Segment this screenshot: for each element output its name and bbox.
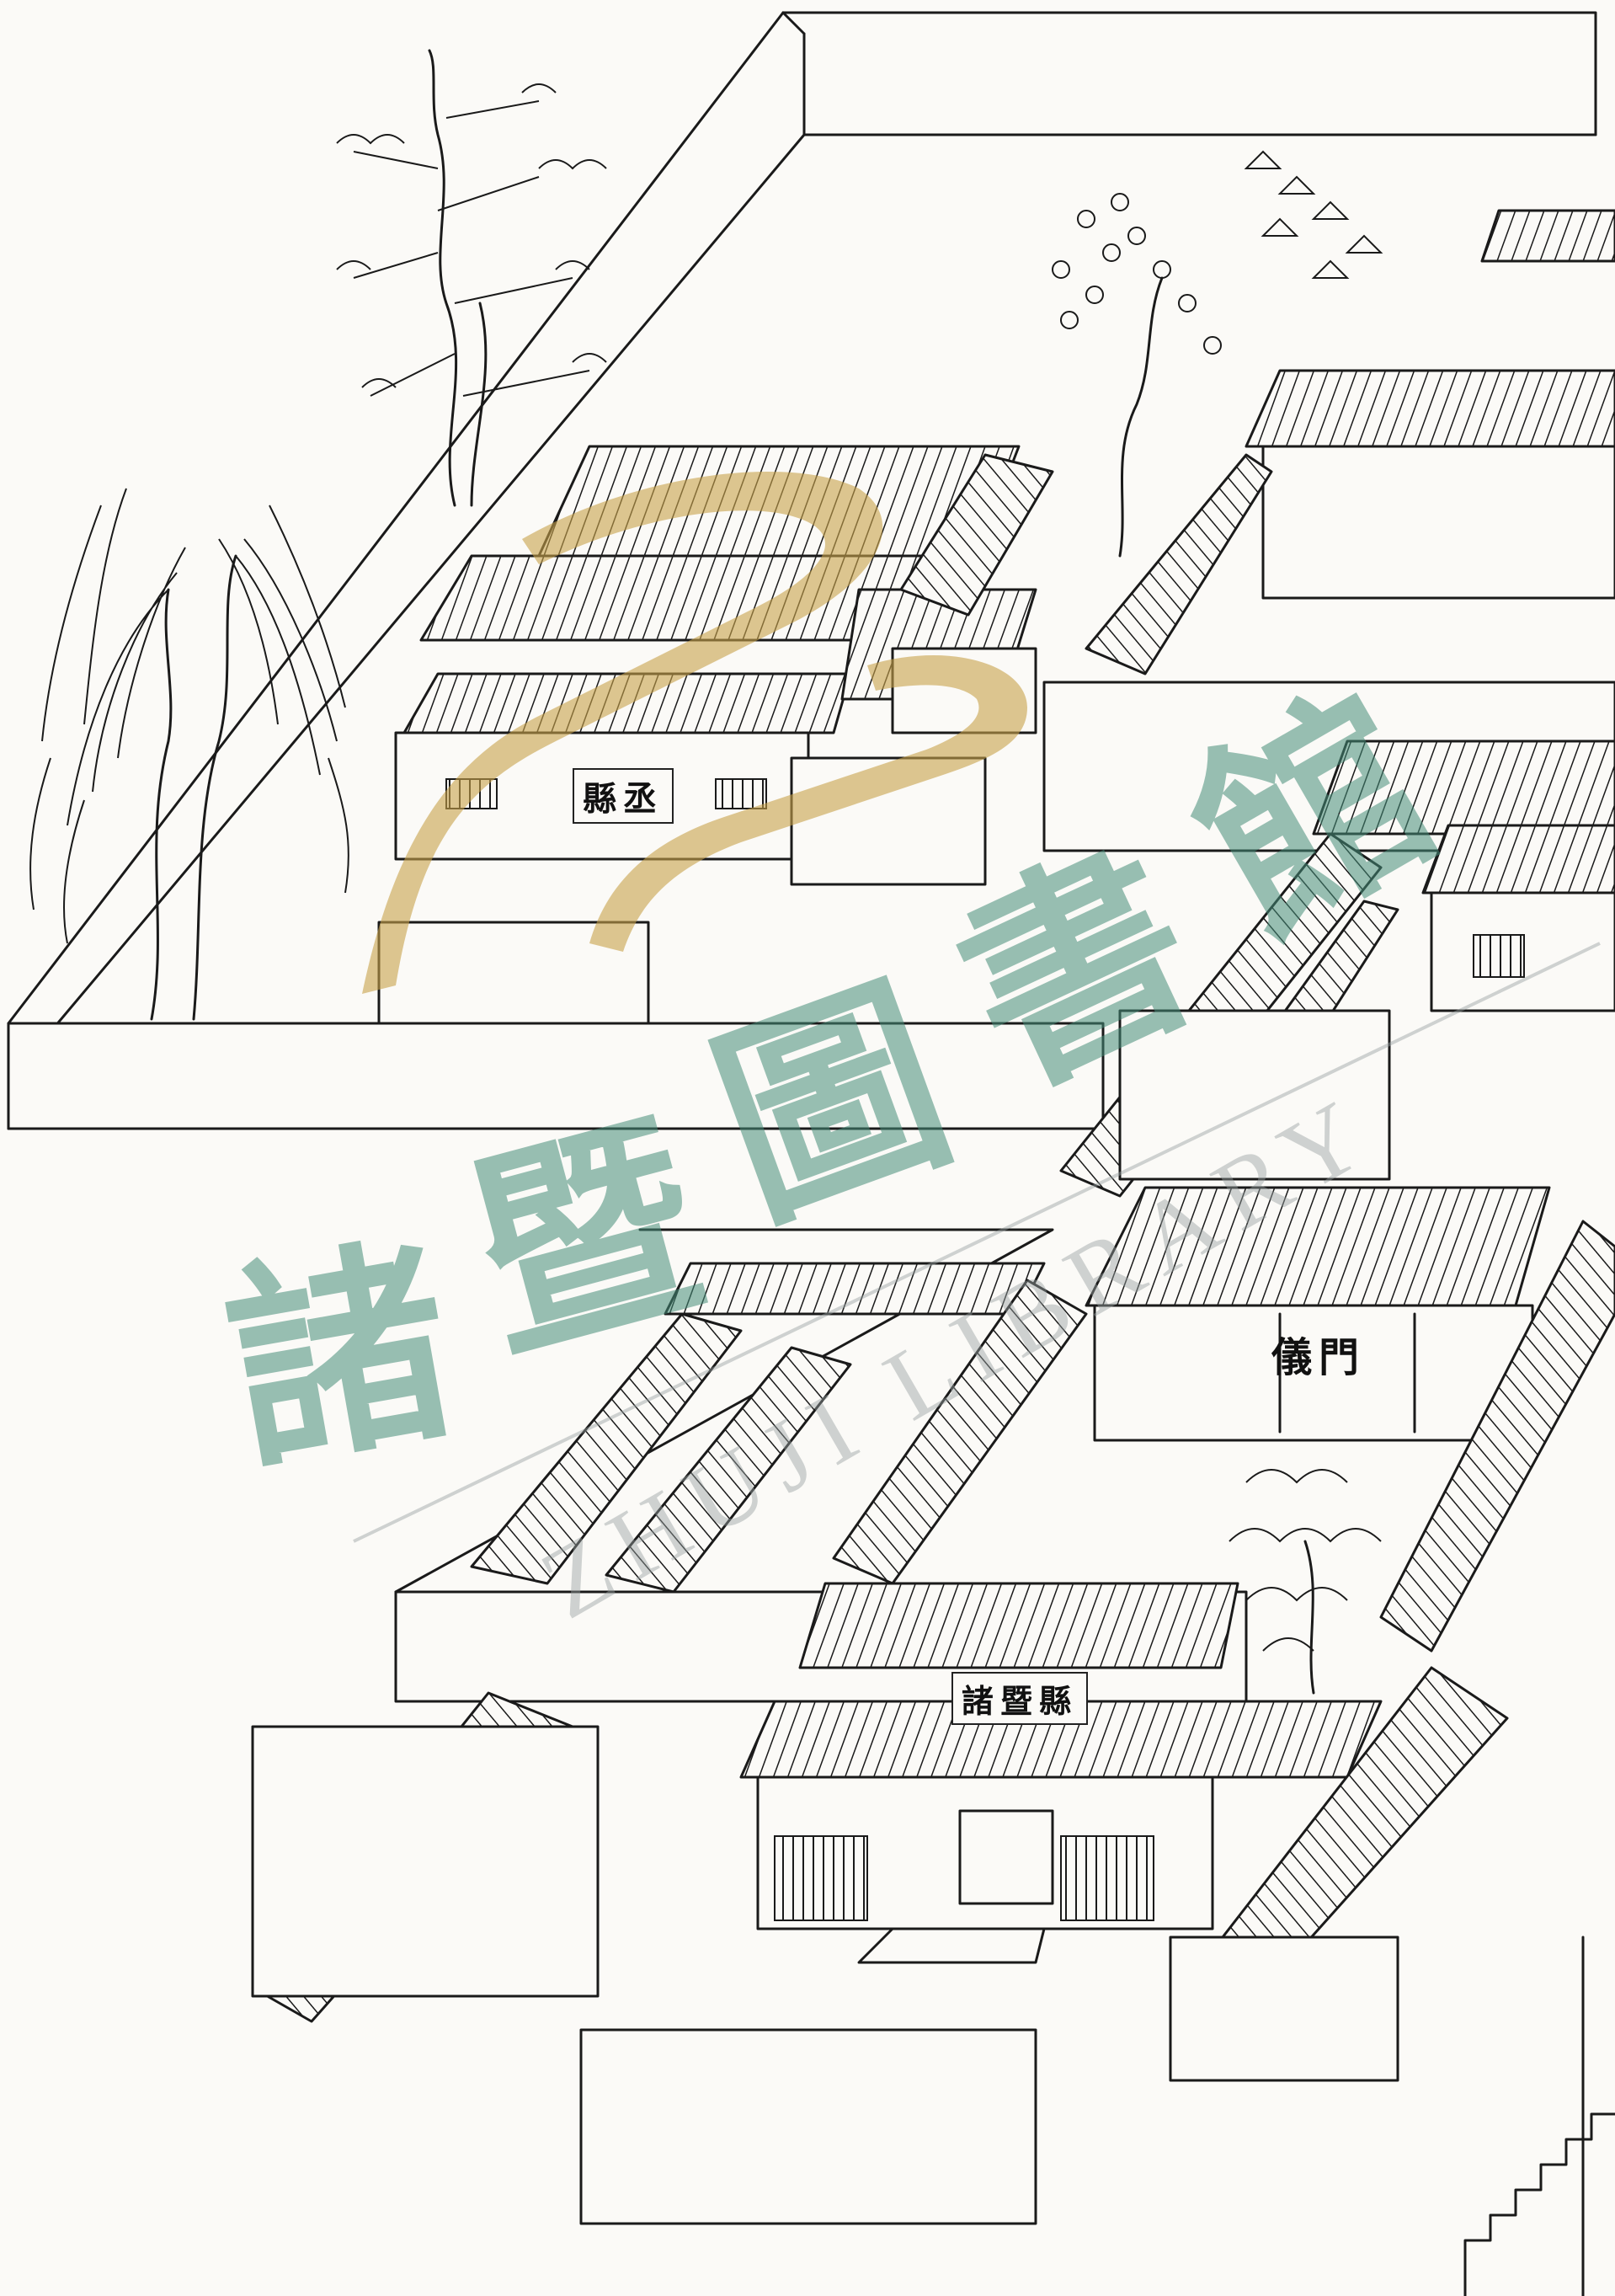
upper-hall-plaque: 縣丞 xyxy=(573,768,674,824)
lower-hall-plaque: 諸暨縣 xyxy=(951,1672,1089,1725)
battlements xyxy=(1463,1936,1615,2296)
lower-gate-hall xyxy=(251,1582,1509,2225)
courtyard-tree xyxy=(1229,1469,1382,1695)
outer-wall xyxy=(7,11,1597,1130)
flowering-tree xyxy=(1052,150,1383,558)
right-pavilions xyxy=(1042,209,1615,1012)
willow-tree xyxy=(29,488,349,1021)
pine-tree xyxy=(336,49,607,507)
gate-hall-plaque: 儀門 xyxy=(1271,1334,1367,1381)
central-wings xyxy=(1059,832,1615,1653)
